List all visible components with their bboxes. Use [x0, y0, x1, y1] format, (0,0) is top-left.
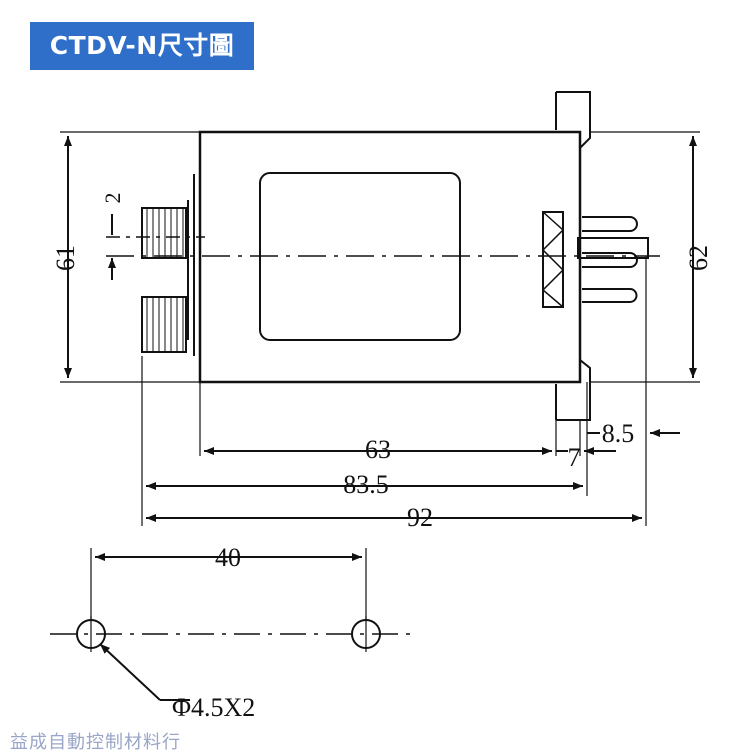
rear-flange-top — [556, 91, 591, 151]
watermark-text: 益成自動控制材料行 — [10, 732, 181, 753]
rear-flange-bottom — [556, 357, 591, 421]
page-title: CTDV-N尺寸圖 — [30, 22, 254, 70]
label-flange: 7 — [568, 443, 581, 472]
pins — [577, 216, 649, 303]
label-knob-gap: 2 — [100, 193, 125, 204]
knob-lower — [141, 296, 187, 353]
label-height-left: 61 — [51, 245, 80, 271]
label-height-right: 62 — [684, 245, 713, 271]
label-hole-diameter: Φ4.5X2 — [172, 693, 255, 722]
relay-body — [198, 130, 582, 384]
rear-terminal-block — [542, 211, 564, 308]
label-total-92: 92 — [407, 503, 433, 532]
label-body-length: 63 — [365, 435, 391, 464]
front-step — [187, 174, 195, 356]
label-pin-length: 8.5 — [602, 419, 635, 448]
label-total-83: 83.5 — [343, 470, 389, 499]
leader-hole — [100, 644, 190, 701]
label-hole-spacing: 40 — [215, 543, 241, 572]
knob-upper — [141, 207, 187, 259]
